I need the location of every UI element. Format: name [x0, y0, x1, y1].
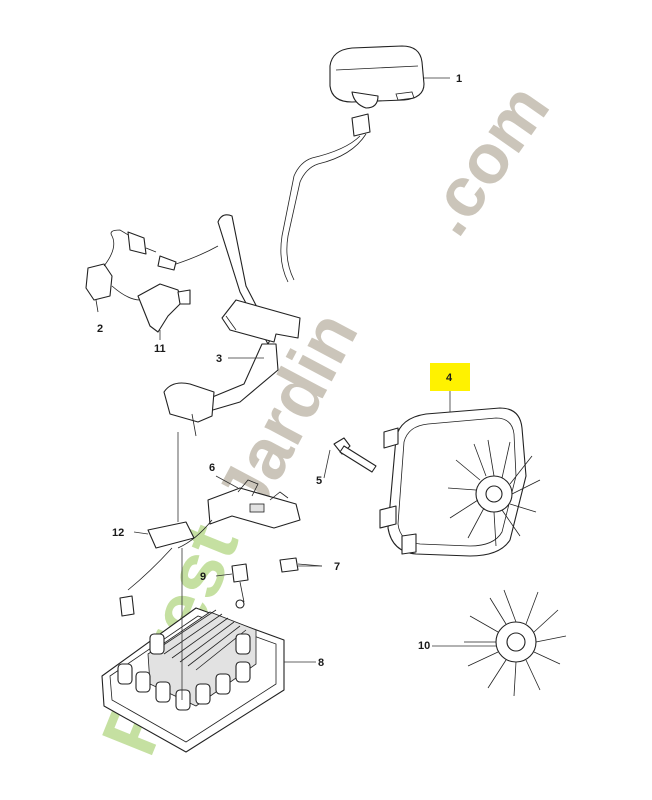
callout-1: 1: [456, 73, 462, 85]
callout-7: 7: [334, 561, 340, 573]
part-7-screw: [279, 557, 323, 573]
fan-blades: [464, 589, 567, 697]
callout-4: 4: [446, 372, 453, 384]
cable-harness: [280, 113, 371, 283]
part-11-connector: [111, 283, 191, 340]
highlight-box: [430, 363, 470, 391]
part-1-cap: [329, 45, 450, 109]
part-8-controller: [101, 548, 316, 753]
callout-12: 12: [112, 527, 124, 539]
motor-fan-blades: [447, 439, 541, 547]
callout-5: 5: [316, 475, 322, 487]
part-2-switch: [85, 229, 219, 313]
part-6-terminal: [177, 475, 301, 549]
callout-6: 6: [209, 462, 215, 474]
part-3-bracket: [163, 214, 301, 437]
part-5-bolt: [323, 437, 377, 479]
part-4-motor: [379, 363, 541, 557]
heatsink-fins: [155, 609, 247, 671]
part-12-block: [119, 432, 195, 617]
callout-8: 8: [318, 657, 324, 669]
callout-3: 3: [216, 353, 222, 365]
callout-2: 2: [97, 323, 103, 335]
callout-10: 10: [418, 640, 430, 652]
callout-9: 9: [200, 571, 206, 583]
callout-11: 11: [154, 343, 166, 355]
part-9-sensor: [215, 563, 249, 609]
watermark-com: .com: [406, 70, 564, 249]
part-10-fan: [432, 589, 567, 697]
callouts: 1 2 3 4 5 6 7 8 9 10 11 12: [97, 73, 462, 669]
capacitors: [117, 633, 251, 711]
